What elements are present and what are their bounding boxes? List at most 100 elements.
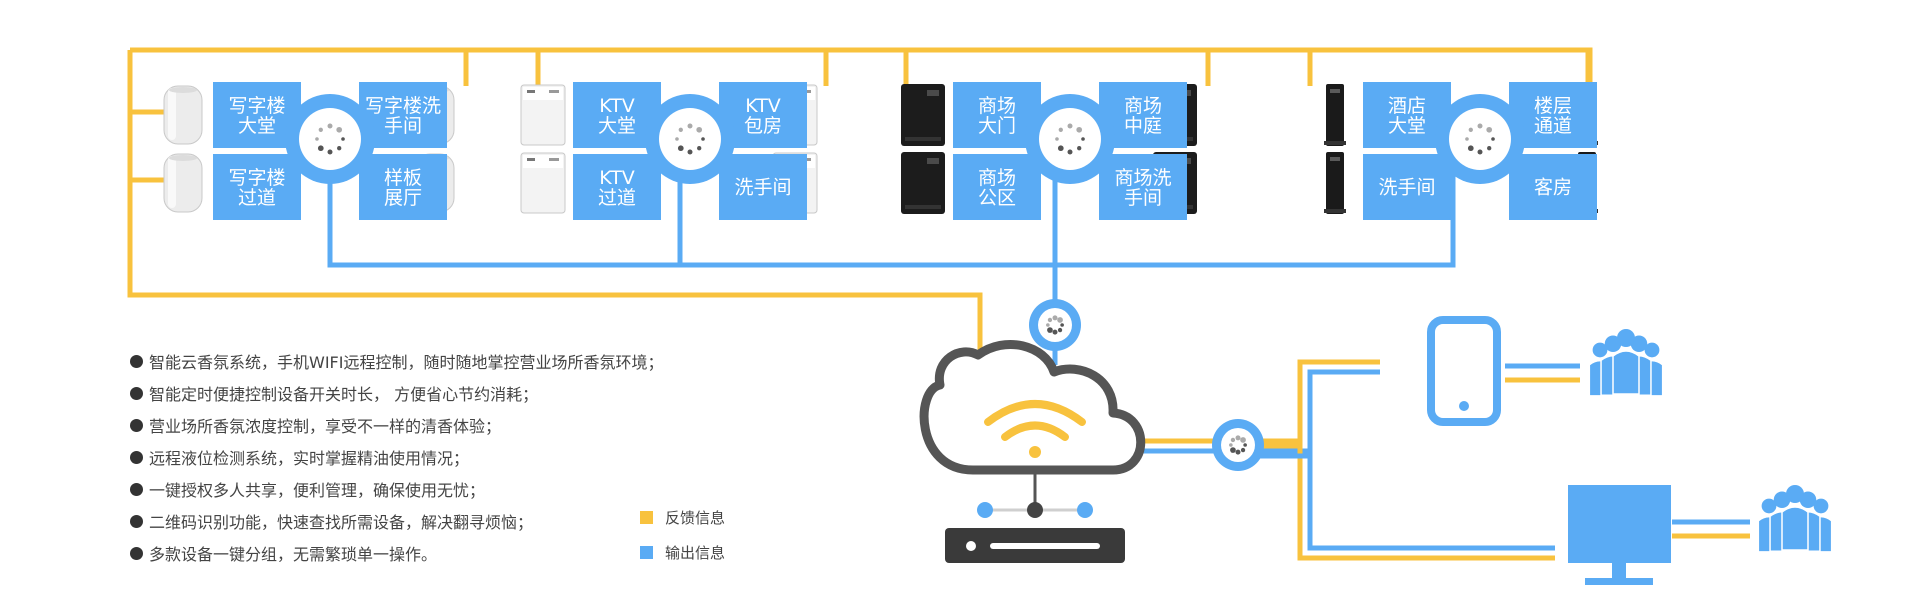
wifi-dot (1029, 446, 1041, 458)
spinner-dot (687, 123, 693, 129)
hub-spinner-icon (645, 94, 735, 184)
device-vent (905, 137, 941, 141)
spinner-dot (327, 149, 333, 155)
user-group-icon (1757, 485, 1833, 553)
feature-item: 智能云香氛系统，手机WIFI远程控制，随时随地掌控营业场所香氛环境； (130, 345, 663, 377)
spinner-dot (696, 126, 703, 133)
label-box-text: 过道 (238, 187, 276, 209)
server-light (966, 541, 976, 551)
feedback-to-monitor (1240, 443, 1555, 561)
cloud-wifi-icon (919, 339, 1146, 475)
person-head (1761, 498, 1777, 514)
scent-device-icon (163, 85, 203, 145)
server-node (1077, 502, 1093, 518)
label-box-text: 中庭 (1124, 115, 1162, 137)
label-box-text: KTV (599, 167, 635, 189)
device-screen (1330, 89, 1340, 93)
user-group-icon (1588, 329, 1664, 397)
wifi-arc (1001, 421, 1069, 441)
label-box-text: KTV (745, 95, 781, 117)
device-highlight (168, 88, 176, 140)
scent-device-icon (520, 84, 566, 146)
label-box-text: 客房 (1534, 177, 1572, 199)
scent-device-icon (1324, 84, 1346, 146)
hub-spinner-icon (285, 94, 375, 184)
spinner-dot (1491, 137, 1495, 141)
spinner-dot (1081, 137, 1085, 141)
spinner-dot (1052, 329, 1058, 335)
hub-spinner-icon (1212, 419, 1264, 471)
legend-label: 反馈信息 (665, 509, 726, 527)
feature-item: 营业场所香氛浓度控制，享受不一样的清香体验； (130, 409, 663, 441)
output-to-monitor (1240, 453, 1555, 551)
client-devices (1427, 316, 1833, 585)
label-box-bg (213, 154, 301, 220)
person-body (1612, 350, 1640, 395)
spinner-dot (701, 137, 705, 141)
feature-item: 远程液位检测系统，实时掌握精油使用情况； (130, 441, 663, 473)
legend-item-feedback: 反馈信息 (640, 500, 725, 535)
label-box-bg (359, 154, 447, 220)
person-head (1644, 342, 1660, 358)
device-cap (169, 155, 197, 161)
feature-item: 多款设备一键分组，无需繁琐单一操作。 (130, 537, 663, 569)
label-box-text: 商场 (1124, 95, 1162, 117)
spinner-dot (1077, 146, 1082, 151)
bullet-icon (130, 546, 143, 560)
hub-spinner-icon (1029, 299, 1081, 351)
device-screen (527, 90, 535, 93)
feature-text: 一键授权多人共享，便利管理，确保使用无忧； (149, 481, 486, 500)
phone-button (1459, 401, 1469, 411)
spinner-dot (1067, 149, 1073, 155)
device-panel (523, 87, 563, 100)
spinner-dot (1240, 437, 1246, 443)
device-vent (905, 205, 941, 209)
spinner-dot (315, 137, 319, 141)
feature-item: 一键授权多人共享，便利管理，确保使用无忧； (130, 473, 663, 505)
spinner-dot (1067, 123, 1073, 129)
area-label-box: 洗手间 (719, 154, 807, 220)
monitor-screen (1568, 485, 1671, 563)
spinner-dot (1057, 145, 1064, 152)
label-box-text: 写字楼 (228, 167, 285, 189)
spinner-dot (1058, 127, 1063, 132)
person-head (1799, 491, 1817, 509)
spinner-dot (1487, 146, 1492, 151)
bullet-icon (130, 450, 143, 464)
spinner-dot (1047, 317, 1053, 323)
bullet-icon (130, 354, 143, 368)
hub-spinner-icon (1435, 94, 1525, 184)
area-label-box: 客房 (1509, 154, 1597, 220)
hub-center (1039, 108, 1101, 170)
label-box-text: 公区 (978, 187, 1016, 209)
label-box-text: 商场 (978, 95, 1016, 117)
venue-groups: 写字楼大堂写字楼洗手间写字楼过道样板展厅KTV大堂KTV包房KTV过道洗手间商场… (163, 82, 1598, 220)
legend-swatch (640, 546, 653, 559)
spinner-dot (1230, 437, 1236, 443)
label-box-text: 过道 (598, 187, 636, 209)
spinner-dot (1055, 137, 1059, 141)
cloud-section (919, 299, 1264, 563)
venue-group-ktv: KTV大堂KTV包房KTV过道洗手间 (520, 82, 818, 220)
spinner-dot (1052, 315, 1058, 321)
legend-swatch (640, 511, 653, 524)
monitor-icon (1568, 485, 1671, 585)
person-head (1773, 491, 1791, 509)
smartphone-icon (1427, 316, 1501, 426)
label-box-text: 大堂 (238, 115, 276, 137)
label-box-text: 洗手间 (734, 177, 791, 199)
scent-device-icon (1324, 152, 1346, 214)
hub-spinner-icon (1025, 94, 1115, 184)
spinner-dot (1235, 435, 1241, 441)
server-node (977, 502, 993, 518)
spinner-dot (1046, 323, 1050, 327)
monitor-neck (1612, 563, 1626, 580)
feature-item: 智能定时便捷控制设备开关时长， 方便省心节约消耗； (130, 377, 663, 409)
scent-device-icon (901, 84, 945, 146)
